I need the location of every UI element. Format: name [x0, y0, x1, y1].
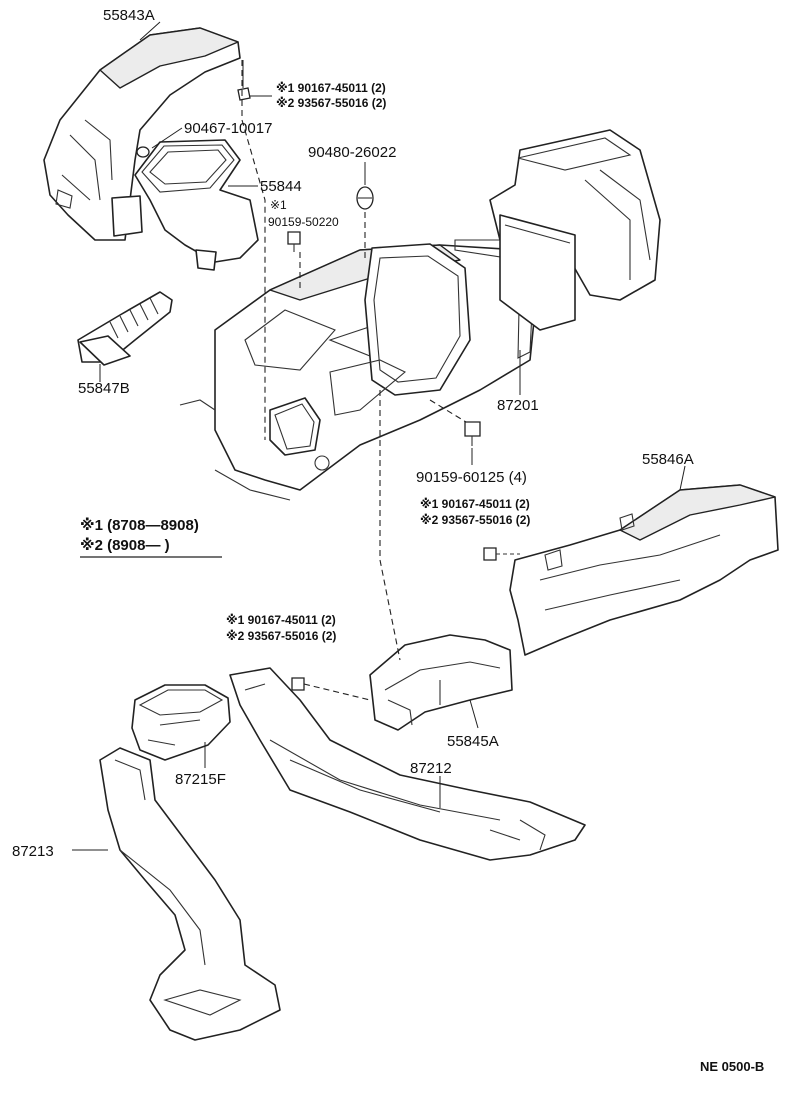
guide-line-5	[429, 399, 467, 423]
duct-55843A	[43, 27, 241, 241]
guide-line-4	[379, 390, 401, 661]
footer-code: NE 0500-B	[700, 1059, 764, 1074]
label-90480-26022: 90480-26022	[308, 144, 396, 161]
label-87201: 87201	[497, 397, 539, 414]
blower-housing	[489, 129, 661, 331]
bolt-right	[483, 547, 520, 561]
legend-line-1: ※1 (8708—8908)	[80, 516, 199, 534]
callout-top-2: ※2 93567-55016 (2)	[276, 96, 386, 110]
label-55844: 55844	[260, 178, 302, 195]
callout-top-1: ※1 90167-45011 (2)	[276, 81, 386, 95]
screw-90159-50220	[287, 231, 301, 252]
label-87213: 87213	[12, 843, 54, 860]
callout-mid-1: ※1 90167-45011 (2)	[226, 613, 336, 627]
plug-90480-26022	[356, 186, 374, 210]
connector-55845A	[369, 634, 513, 731]
callout-right-1: ※1 90167-45011 (2)	[420, 497, 530, 511]
duct-87213	[99, 747, 281, 1041]
label-90159-60125: 90159-60125 (4)	[416, 469, 527, 486]
label-55847B: 55847B	[78, 380, 130, 397]
heater-unit-87201	[179, 239, 541, 501]
callout-right-2: ※2 93567-55016 (2)	[420, 513, 530, 527]
label-90467-10017: 90467-10017	[184, 120, 272, 137]
bolt-mid	[291, 677, 371, 701]
label-87215F: 87215F	[175, 771, 226, 788]
label-55846A: 55846A	[642, 451, 694, 468]
duct-55844	[134, 139, 259, 271]
duct-87212	[229, 667, 586, 861]
label-90159-50220: 90159-50220	[268, 215, 339, 229]
clip-90467-10017	[136, 146, 150, 158]
duct-55846A	[509, 484, 779, 656]
leader-lines	[72, 21, 686, 851]
callout-mid-2: ※2 93567-55016 (2)	[226, 629, 336, 643]
hose-55847B	[77, 291, 173, 366]
label-55845A: 55845A	[447, 733, 499, 750]
legend-line-2: ※2 (8908— )	[80, 536, 170, 554]
bolt-90159-60125	[464, 421, 481, 446]
guide-line-1	[241, 60, 266, 440]
vent-87215F	[131, 684, 231, 761]
label-87212: 87212	[410, 760, 452, 777]
bolt-top	[237, 60, 251, 101]
label-55843A: 55843A	[103, 7, 155, 24]
callout-mark-1: ※1	[270, 198, 287, 212]
